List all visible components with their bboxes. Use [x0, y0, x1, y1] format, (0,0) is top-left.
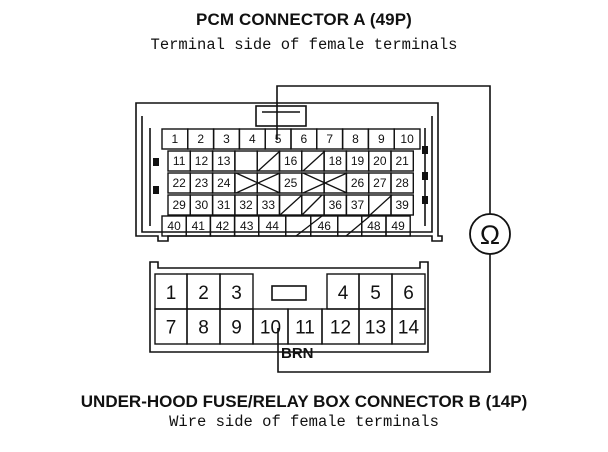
fuse-box-connector-title: UNDER-HOOD FUSE/RELAY BOX CONNECTOR B (1… [80, 392, 528, 411]
pcm-pin-label: 11 [173, 154, 186, 168]
blank-cavity-mark [257, 150, 281, 172]
fuse-box-connector-housing [149, 261, 429, 353]
pcm-pin-label: 26 [351, 176, 365, 190]
pcm-pin-label: 10 [400, 132, 414, 146]
fuse-box-pin-label: 3 [231, 283, 242, 304]
pcm-pin-label: 49 [391, 219, 405, 233]
fuse-box-pin-label: 11 [295, 318, 315, 339]
pcm-pin-label: 4 [249, 132, 256, 146]
pcm-pin-label: 20 [373, 154, 387, 168]
pcm-pin-cell [393, 128, 421, 150]
blank-cavity-mark [295, 215, 323, 237]
pcm-pin-cell [256, 172, 281, 194]
pcm-pin-cell [234, 150, 258, 172]
fuse-box-pin-label: 14 [398, 318, 420, 339]
blank-cavity-mark [302, 172, 348, 194]
pcm-pin-label: 22 [172, 176, 186, 190]
blank-cavity-mark [235, 172, 281, 194]
pcm-pin-cell [234, 172, 258, 194]
fuse-box-pin-label: 10 [260, 318, 281, 339]
pcm-pin-cell [385, 215, 411, 237]
pcm-pin-label: 32 [239, 198, 253, 212]
pcm-pin-label: 3 [223, 132, 230, 146]
pcm-pin-label: 39 [395, 198, 409, 212]
pcm-pin-label: 5 [275, 132, 282, 146]
pcm-pin-cell [323, 172, 348, 194]
pcm-connector-housing [135, 102, 443, 242]
pcm-pin-label: 23 [195, 176, 209, 190]
pcm-pin-label: 2 [197, 132, 204, 146]
pcm-pin-label: 36 [329, 198, 343, 212]
pcm-pin-label: 9 [378, 132, 385, 146]
fuse-box-connector-subtitle: Wire side of female terminals [169, 413, 439, 431]
blank-cavity-mark [345, 215, 371, 237]
fuse-box-pin-label: 12 [330, 318, 351, 339]
fuse-box-pin-label: 7 [166, 318, 177, 339]
ohmmeter-icon: Ω [469, 213, 511, 255]
pcm-pin-label: 12 [195, 154, 209, 168]
pcm-pin-label: 18 [329, 154, 343, 168]
pcm-pin-label: 41 [192, 219, 206, 233]
fuse-box-pin-label: 4 [338, 283, 349, 304]
pcm-pin-label: 42 [216, 219, 230, 233]
fuse-box-pin-cell [391, 308, 426, 345]
pcm-pin-label: 40 [167, 219, 181, 233]
pcm-pin-label: 48 [367, 219, 381, 233]
pcm-pin-label: 44 [266, 219, 280, 233]
pcm-pin-label: 7 [326, 132, 333, 146]
pcm-connector-subtitle: Terminal side of female terminals [150, 36, 458, 54]
pcm-pin-label: 28 [395, 176, 409, 190]
pcm-pin-label: 21 [395, 154, 409, 168]
pcm-pin-cell [368, 194, 392, 216]
pcm-pin-label: 25 [284, 176, 298, 190]
pcm-connector-latches [153, 146, 428, 204]
pcm-pin-label: 16 [284, 154, 298, 168]
fuse-box-pin-label: 9 [231, 318, 242, 339]
pcm-pin-label: 33 [262, 198, 276, 212]
blank-cavity-mark [301, 194, 323, 216]
pcm-pin-label: 43 [240, 219, 254, 233]
pcm-pin-label: 37 [351, 198, 365, 212]
ohmmeter-lead-wire [276, 85, 491, 373]
fuse-box-pin-label: 6 [403, 283, 414, 304]
fuse-box-pin-label: 8 [198, 318, 209, 339]
blank-cavity-mark [279, 194, 303, 216]
pcm-pin-label: 13 [217, 154, 231, 168]
pcm-pin-label: 46 [318, 219, 332, 233]
wire-color-label: BRN [281, 345, 314, 362]
pcm-connector-title: PCM CONNECTOR A (49P) [196, 10, 412, 29]
pcm-pin-label: 29 [172, 198, 186, 212]
fuse-box-pin-label: 13 [365, 318, 386, 339]
pcm-pin-label: 8 [352, 132, 359, 146]
ohm-symbol: Ω [480, 220, 500, 250]
pcm-pin-label: 31 [217, 198, 231, 212]
pcm-pin-cell [301, 172, 325, 194]
pcm-pin-cell [390, 194, 414, 216]
pcm-pin-label: 1 [172, 132, 179, 146]
pcm-pin-label: 30 [195, 198, 209, 212]
blank-cavity-mark [302, 150, 326, 172]
fuse-box-pin-label: 1 [166, 283, 177, 304]
pcm-pin-cell [390, 172, 414, 194]
pcm-pin-label: 6 [301, 132, 308, 146]
fuse-box-pin-label: 2 [198, 283, 209, 304]
pcm-pin-cell [390, 150, 414, 172]
pcm-pin-label: 19 [351, 154, 365, 168]
pcm-pin-cell [285, 215, 312, 237]
pcm-pin-label: 24 [217, 176, 231, 190]
blank-cavity-mark [369, 194, 393, 216]
fuse-box-pin-label: 5 [370, 283, 381, 304]
pcm-pin-label: 27 [373, 176, 387, 190]
